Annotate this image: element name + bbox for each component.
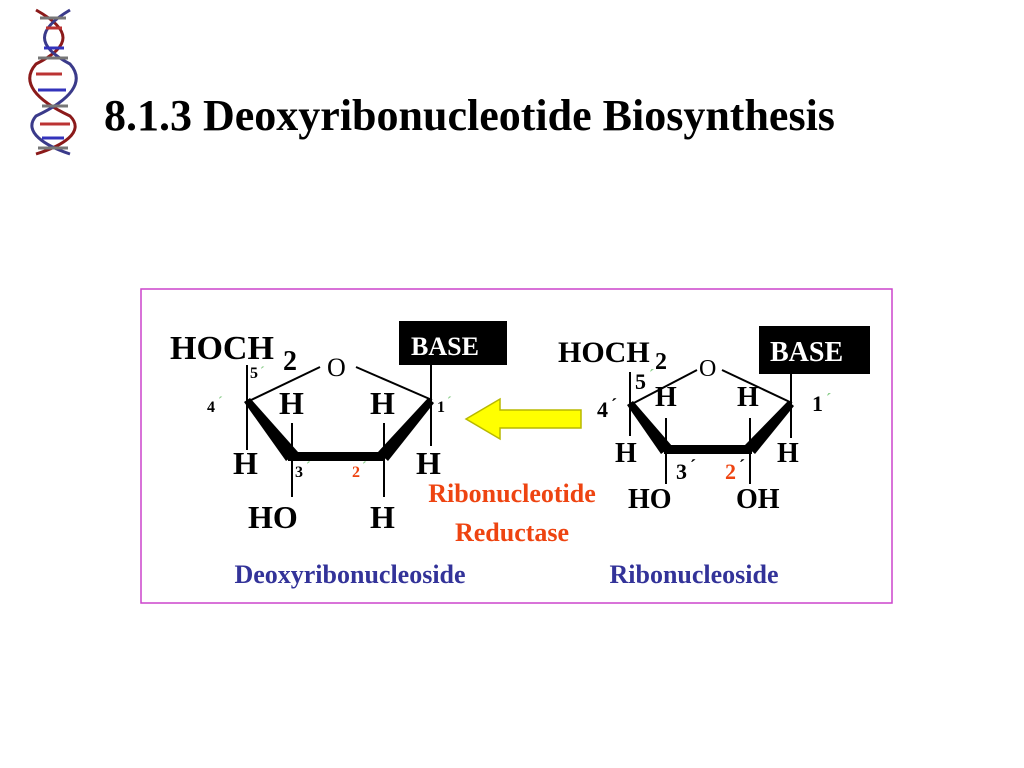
right-molecule-name: Ribonucleoside — [609, 560, 778, 589]
left-h-c1: H — [416, 445, 441, 481]
right-num3: 3 — [676, 459, 687, 484]
right-ho-c3: HO — [628, 484, 672, 515]
left-num2: 2 — [352, 464, 360, 481]
right-h-c1: H — [777, 438, 799, 469]
left-base-box — [399, 321, 507, 365]
left-num3: 3 — [295, 464, 303, 481]
right-molecule — [627, 326, 870, 484]
right-num2: 2 — [725, 459, 736, 484]
right-num1: 1 — [812, 391, 823, 416]
left-bond-o-c1 — [355, 366, 433, 401]
left-h-c2-up: H — [370, 385, 395, 421]
left-bond-c4-c3 — [244, 398, 298, 461]
left-prime3: ´ — [306, 460, 311, 475]
enzyme-line1: Ribonucleotide — [428, 479, 596, 508]
right-oh-c2: OH — [736, 484, 780, 515]
left-bond-c4-o — [246, 366, 321, 403]
dna-helix-icon — [28, 8, 78, 156]
left-prime1: ´ — [447, 395, 452, 410]
right-prime3: ´ — [690, 456, 696, 476]
enzyme-line2: Reductase — [455, 518, 569, 547]
left-hoch: HOCH — [170, 330, 274, 367]
right-prime5: ´ — [649, 367, 654, 384]
right-prime1: ´ — [826, 391, 831, 408]
left-bond-c2-c1 — [378, 398, 434, 461]
left-h-c3-up: H — [279, 385, 304, 421]
left-num4: 4 — [207, 399, 215, 416]
right-num4: 4 — [597, 397, 608, 422]
right-num5: 5 — [635, 369, 646, 394]
left-prime5: ´ — [260, 365, 265, 380]
slide-title: 8.1.3 Deoxyribonucleotide Biosynthesis — [104, 91, 835, 140]
left-prime4: ´ — [218, 395, 223, 410]
right-prime4: ´ — [611, 395, 617, 415]
left-prime2: ´ — [362, 460, 367, 475]
left-bond-c3-c2 — [288, 452, 385, 461]
right-base-box — [759, 326, 870, 374]
right-bond-c2-c1 — [745, 401, 794, 454]
right-base-label: BASE — [770, 337, 843, 368]
left-h-c2-down: H — [370, 499, 395, 535]
left-num5: 5 — [250, 365, 258, 382]
left-num1: 1 — [437, 399, 445, 416]
right-h-c4: H — [615, 438, 637, 469]
right-h-c3-up: H — [655, 382, 677, 413]
left-ring-o: O — [327, 353, 346, 382]
right-h-c2-up: H — [737, 382, 759, 413]
reaction-arrow — [464, 397, 582, 441]
left-h-c4: H — [233, 445, 258, 481]
diagram-frame — [140, 288, 893, 604]
right-bond-o-c1 — [721, 369, 793, 404]
right-hoch-sub2: 2 — [655, 349, 667, 375]
left-hoch-sub2: 2 — [283, 346, 297, 377]
left-molecule-name: Deoxyribonucleoside — [234, 560, 465, 589]
right-bond-c3-c2 — [664, 445, 752, 454]
right-prime2: ´ — [739, 456, 745, 476]
left-molecule — [244, 321, 507, 497]
right-ring-o: O — [699, 356, 716, 382]
right-bond-c4-o — [629, 369, 698, 406]
left-ho-c3: HO — [248, 499, 298, 535]
left-base-label: BASE — [411, 332, 479, 361]
right-bond-c4-c3 — [627, 401, 672, 454]
right-hoch: HOCH — [558, 336, 650, 369]
